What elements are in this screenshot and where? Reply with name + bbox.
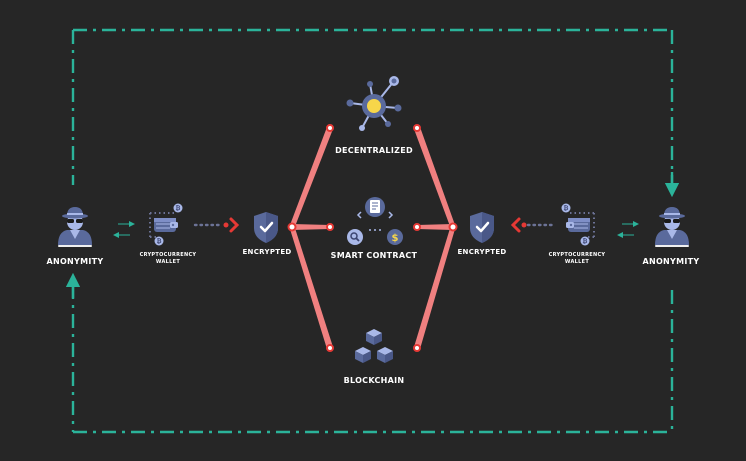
connectors [290, 127, 455, 349]
connector-right-bottom [414, 225, 455, 349]
decentralized-label: DECENTRALIZED [335, 146, 413, 155]
wallet-right-line2: WALLET [564, 259, 590, 265]
node [413, 124, 421, 132]
node [326, 344, 334, 352]
connector-right-mid [417, 224, 453, 230]
smart-contract-icon: $ [347, 197, 403, 245]
exchange-arrows-right [617, 221, 639, 238]
svg-text:₿: ₿ [564, 205, 569, 212]
svg-text:₿: ₿ [583, 238, 588, 245]
chevron-right-icon [229, 217, 240, 233]
node [413, 344, 421, 352]
blockchain-cubes-icon [355, 329, 393, 363]
encrypted-left-label: ENCRYPTED [242, 248, 292, 256]
svg-text:₿: ₿ [157, 238, 162, 245]
svg-text:$: $ [392, 233, 399, 244]
crypto-wallet-icon: ₿ ₿ [149, 203, 183, 246]
node [326, 223, 334, 231]
node [448, 222, 458, 232]
dot-icon [521, 222, 527, 228]
frame-arrows [65, 172, 680, 298]
wallet-left-label: CRYPTOCURRENCY WALLET [138, 252, 198, 266]
node [326, 124, 334, 132]
spy-icon [58, 207, 92, 247]
connector-left-bottom [290, 225, 333, 349]
dot-icon [223, 222, 229, 228]
anonymity-right-label: ANONYMITY [642, 257, 700, 266]
shield-check-icon [254, 212, 278, 243]
encrypted-right-label: ENCRYPTED [457, 248, 507, 256]
crypto-wallet-icon [561, 203, 595, 246]
chevron-left-icon [510, 217, 521, 233]
node [413, 223, 421, 231]
wallet-right-label: CRYPTOCURRENCY WALLET [547, 252, 607, 266]
spy-icon [655, 207, 689, 247]
wallet-right-line1: CRYPTOCURRENCY [548, 252, 606, 258]
smart-contract-label: SMART CONTRACT [330, 251, 418, 260]
anonymity-left-label: ANONYMITY [46, 257, 104, 266]
connector-right-top [414, 127, 455, 229]
dashed-frame [71, 28, 674, 434]
shield-check-icon [470, 212, 494, 243]
wallet-left-line2: WALLET [155, 259, 181, 265]
svg-text:₿: ₿ [176, 205, 181, 212]
blockchain-label: BLOCKCHAIN [343, 376, 405, 385]
connector-left-top [290, 127, 333, 229]
connector-nodes [287, 124, 458, 352]
connector-left-mid [292, 224, 330, 230]
node [287, 222, 297, 232]
network-hub-icon [346, 76, 402, 131]
wallet-left-line1: CRYPTOCURRENCY [139, 252, 197, 258]
exchange-arrows-left [113, 221, 135, 238]
